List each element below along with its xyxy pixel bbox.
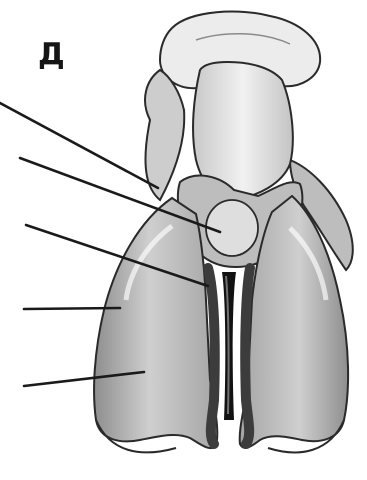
left-fold xyxy=(145,70,184,200)
panel-label: Д xyxy=(38,40,65,70)
right-vocal-fold xyxy=(245,268,250,444)
left-wall xyxy=(94,198,217,448)
leader-line-4 xyxy=(24,308,120,309)
leader-line-1 xyxy=(0,103,158,188)
